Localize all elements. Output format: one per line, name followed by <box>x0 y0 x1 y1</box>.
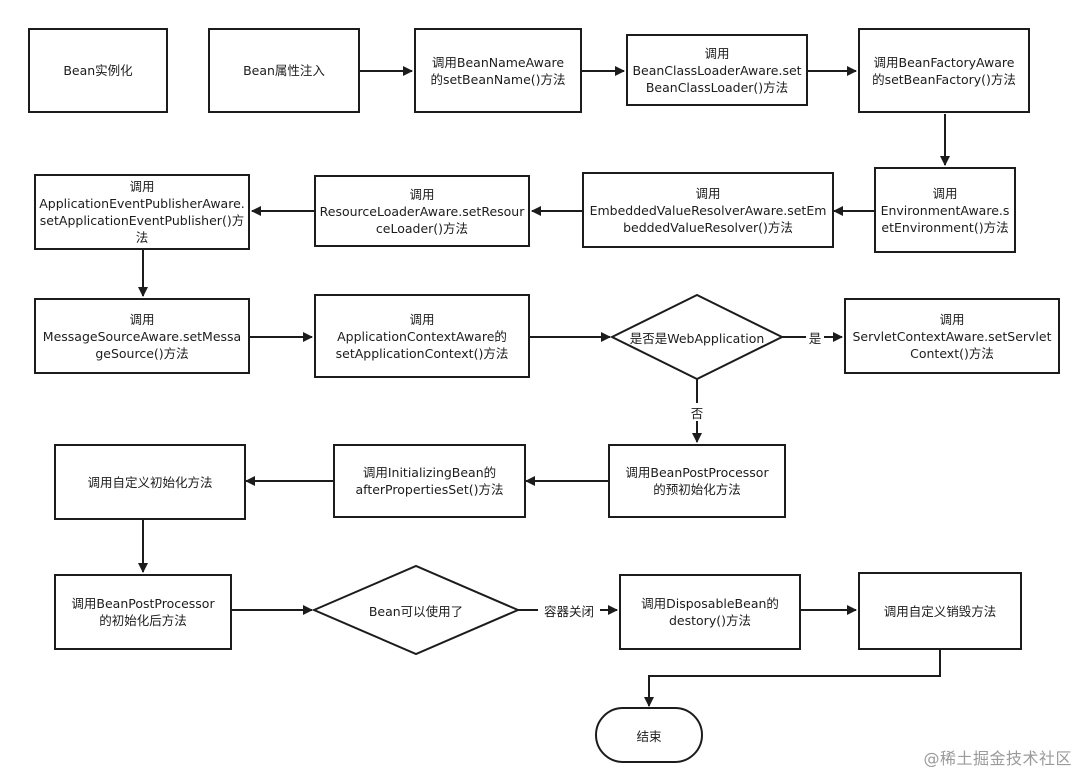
end-terminator-shape <box>595 707 703 763</box>
node-bpp-before-init-text: 调用BeanPostProcessor 的预初始化方法 <box>625 465 769 497</box>
node-app-event-publisher-aware-text: 调用 ApplicationEventPublisherAware.setApp… <box>39 179 245 245</box>
node-disposable-bean: 调用DisposableBean的 destory()方法 <box>619 574 801 650</box>
edge-label-no: 否 <box>688 403 706 421</box>
node-custom-destroy: 调用自定义销毁方法 <box>858 572 1022 650</box>
node-bean-property-inject-text: Bean属性注入 <box>243 63 325 78</box>
decision-web-application-text: 是否是WebApplication <box>629 330 765 346</box>
node-message-source-aware-text: 调用 MessageSourceAware.setMessageSource()… <box>42 311 242 361</box>
node-bean-factory-aware: 调用BeanFactoryAware 的setBeanFactory()方法 <box>858 28 1030 113</box>
node-disposable-bean-text: 调用DisposableBean的 destory()方法 <box>641 596 779 628</box>
node-bean-factory-aware-text: 调用BeanFactoryAware 的setBeanFactory()方法 <box>872 54 1016 87</box>
node-resource-loader-aware: 调用 ResourceLoaderAware.setResourceLoader… <box>314 175 530 247</box>
decision-web-application-shape <box>609 293 785 381</box>
node-embedded-value-resolver-aware-text: 调用 EmbeddedValueResolverAware.setEmbedde… <box>589 185 827 235</box>
node-environment-aware-text: 调用 EnvironmentAware.setEnvironment()方法 <box>880 185 1010 235</box>
node-bpp-before-init: 调用BeanPostProcessor 的预初始化方法 <box>608 444 786 518</box>
node-custom-destroy-text: 调用自定义销毁方法 <box>883 603 997 619</box>
edge-label-yes-text: 是 <box>808 331 822 346</box>
edge-label-container-close: 容器关闭 <box>538 601 600 619</box>
node-custom-init-text: 调用自定义初始化方法 <box>87 474 213 490</box>
node-custom-init: 调用自定义初始化方法 <box>54 444 246 520</box>
node-message-source-aware: 调用 MessageSourceAware.setMessageSource()… <box>34 298 250 374</box>
node-bpp-after-init-text: 调用BeanPostProcessor 的初始化后方法 <box>71 596 215 628</box>
node-embedded-value-resolver-aware: 调用 EmbeddedValueResolverAware.setEmbedde… <box>582 172 834 248</box>
node-bean-class-loader-aware: 调用 BeanClassLoaderAware.setBeanClassLoad… <box>626 34 808 106</box>
node-app-context-aware: 调用 ApplicationContextAware的 setApplicati… <box>314 294 530 378</box>
node-app-context-aware-text: 调用 ApplicationContextAware的 setApplicati… <box>335 311 509 361</box>
node-initializing-bean: 调用InitializingBean的 afterPropertiesSet()… <box>333 444 526 518</box>
decision-bean-usable-text: Bean可以使用了 <box>368 603 464 619</box>
watermark: @稀土掘金技术社区 <box>923 749 1072 768</box>
edge-label-no-text: 否 <box>690 406 704 421</box>
node-end-text: 结束 <box>636 728 662 744</box>
decision-bean-usable-label: Bean可以使用了 <box>314 600 518 620</box>
node-initializing-bean-text: 调用InitializingBean的 afterPropertiesSet()… <box>355 465 504 497</box>
edge-label-container-close-text: 容器关闭 <box>543 604 594 619</box>
node-app-event-publisher-aware: 调用 ApplicationEventPublisherAware.setApp… <box>34 174 250 250</box>
node-bean-instantiate-text: Bean实例化 <box>63 63 133 78</box>
node-resource-loader-aware-text: 调用 ResourceLoaderAware.setResourceLoader… <box>319 186 525 236</box>
node-end: 结束 <box>596 708 702 762</box>
decision-web-application-label: 是否是WebApplication <box>612 327 782 347</box>
node-bean-name-aware-text: 调用BeanNameAware 的setBeanName()方法 <box>430 54 566 87</box>
decision-bean-usable-shape <box>311 564 521 656</box>
node-servlet-context-aware: 调用 ServletContextAware.setServletContext… <box>844 298 1060 374</box>
edge-customdestroy-to-end <box>644 650 941 707</box>
edge-label-yes: 是 <box>806 328 824 346</box>
node-bean-property-inject: Bean属性注入 <box>208 28 360 113</box>
node-environment-aware: 调用 EnvironmentAware.setEnvironment()方法 <box>874 167 1016 253</box>
node-servlet-context-aware-text: 调用 ServletContextAware.setServletContext… <box>852 311 1052 361</box>
node-bean-class-loader-aware-text: 调用 BeanClassLoaderAware.setBeanClassLoad… <box>632 45 802 95</box>
node-bpp-after-init: 调用BeanPostProcessor 的初始化后方法 <box>54 574 232 650</box>
node-bean-instantiate: Bean实例化 <box>28 28 168 113</box>
node-bean-name-aware: 调用BeanNameAware 的setBeanName()方法 <box>414 28 582 113</box>
